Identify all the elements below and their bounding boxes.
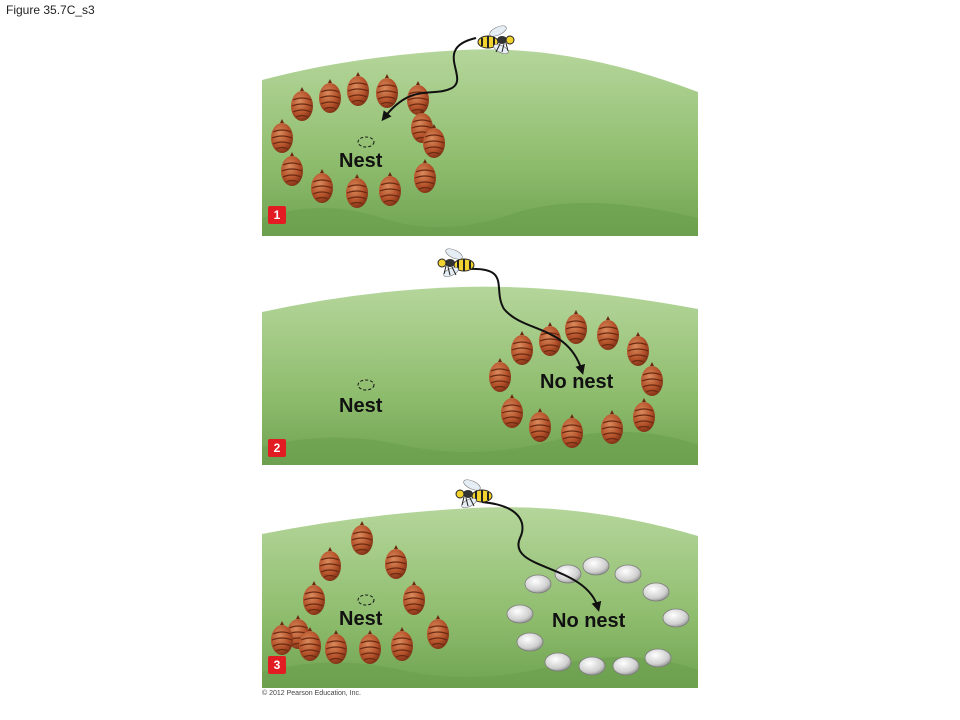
figure-title: Figure 35.7C_s3 (6, 3, 95, 17)
no-nest-label: No nest (552, 610, 626, 632)
copyright-text: © 2012 Pearson Education, Inc. (262, 690, 361, 697)
wasp-icon (437, 245, 475, 280)
panel-2-scene (262, 245, 698, 465)
panel-3: Nest No nest 3 (262, 474, 698, 688)
panel-1-scene (262, 22, 698, 236)
step-badge: 2 (268, 439, 286, 457)
panel-2: Nest No nest 2 (262, 245, 698, 465)
nest-label: Nest (339, 395, 383, 417)
nest-label: Nest (339, 608, 383, 630)
no-nest-label: No nest (540, 371, 614, 393)
nest-marker (357, 379, 375, 391)
step-badge: 1 (268, 206, 286, 224)
panel-1: Nest 1 (262, 18, 698, 236)
flight-path (481, 501, 602, 612)
flight-path (381, 37, 477, 122)
wasp-icon (455, 476, 493, 511)
step-badge: 3 (268, 656, 286, 674)
nest-marker (357, 136, 375, 148)
nest-marker (357, 594, 375, 606)
nest-label: Nest (339, 150, 383, 172)
flight-path (467, 267, 586, 375)
panel-3-scene (262, 476, 698, 688)
